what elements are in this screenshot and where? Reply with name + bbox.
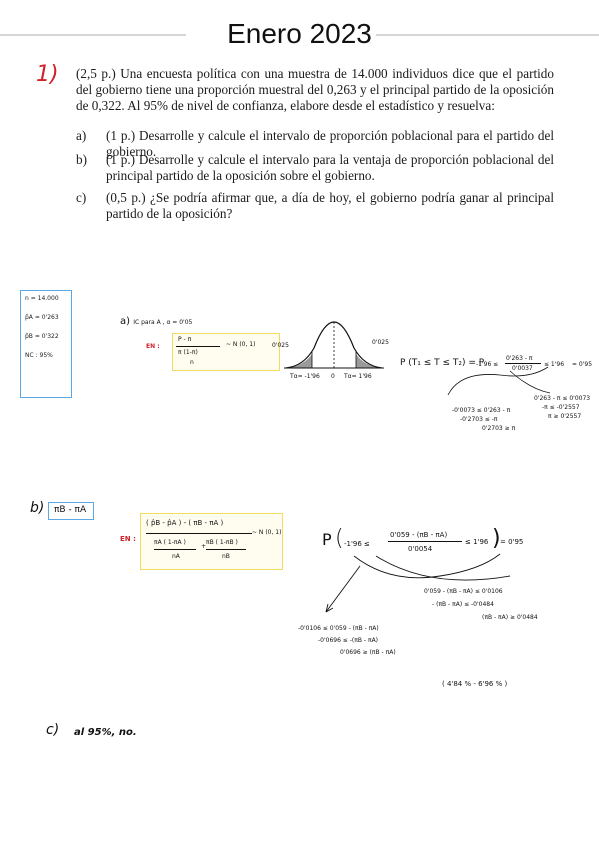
tail-left-label: 0'025: [272, 342, 289, 349]
item-label: a): [76, 128, 87, 143]
normal-curve-sketch: [284, 321, 384, 369]
part-a-prob-result: = 0'95: [572, 361, 593, 368]
part-b-branch-lines: [325, 553, 511, 613]
question-item-b: b) (1 p.) Desarrolle y calcule el interv…: [76, 152, 554, 184]
given-data-box: n = 14.000 p̂A = 0'263 p̂B = 0'322 NC : …: [20, 290, 72, 398]
right-tail-shade: [356, 354, 382, 368]
part-a-prob-num: 0'263 - π: [506, 355, 533, 362]
part-b-fraction-bar: [146, 533, 252, 534]
step: π ≥ 0'2557: [548, 413, 582, 420]
part-a-prob-bar: [505, 363, 541, 364]
part-a-stat-dist: ~ N (0, 1): [226, 341, 256, 348]
part-a-steps-right: 0'263 - π ≤ 0'0073 -π ≤ -0'2557 π ≥ 0'25…: [534, 394, 590, 421]
part-c-answer: al 95%, no.: [74, 727, 137, 738]
part-a-branch-lines: [447, 366, 551, 396]
part-b-den-bar-b: [206, 549, 246, 550]
part-b-steps-left: -0'0106 ≤ 0'059 - (πB - πA) -0'0696 ≤ -(…: [298, 623, 396, 659]
page-title: Enero 2023: [227, 18, 372, 49]
step: 0'0696 ≥ (πB - πA): [340, 649, 396, 656]
step: 0'059 - (πB - πA) ≤ 0'0106: [424, 588, 503, 595]
part-c-label: c): [46, 722, 60, 738]
plus-sign: +: [201, 543, 207, 550]
part-b-stat-dist: ~ N (0, 1): [252, 529, 282, 536]
question-number: 1): [36, 62, 59, 87]
title-rule-left: [0, 34, 186, 36]
item-text: (1 p.) Desarrolle y calcule el intervalo…: [106, 152, 554, 183]
part-a-prob-inner-right: ≤ 1'96: [544, 361, 565, 368]
part-b-boxed: [48, 502, 94, 520]
given-pa: p̂A = 0'263: [25, 314, 59, 321]
part-b-stat-den-nb: nB: [222, 553, 230, 560]
part-a-label: a): [120, 316, 131, 327]
part-b-prob-inner-right: ≤ 1'96: [465, 538, 489, 546]
part-a-heading: a) IC para A , α = 0'05: [120, 316, 192, 327]
given-pb: p̂B = 0'322: [25, 333, 59, 340]
part-a-stat-den-top: π (1-π): [178, 349, 198, 356]
part-b-stat-den-a: πA ( 1-πA ): [154, 539, 186, 546]
axis-right-label: Tα= 1'96: [344, 373, 372, 380]
item-label: b): [76, 152, 87, 167]
part-b-prob-left: P: [322, 530, 332, 549]
part-a-stat-label: EN :: [146, 343, 160, 350]
part-a-prob-den: 0'0037: [512, 365, 533, 372]
left-tail-shade: [286, 354, 312, 368]
part-b-boxed-text: πB - πA: [54, 505, 87, 515]
axis-mid-label: 0: [331, 373, 335, 380]
part-b-stat-den-na: nA: [172, 553, 180, 560]
item-label: c): [76, 190, 87, 205]
step: - (πB - πA) ≤ -0'0484: [432, 601, 494, 608]
part-b-prob-result: = 0'95: [500, 538, 524, 546]
given-n: n = 14.000: [25, 295, 59, 302]
part-a-heading-text: IC para A , α = 0'05: [133, 319, 193, 326]
part-b-statistic-box: [140, 513, 283, 570]
question-statement: (2,5 p.) Una encuesta política con una m…: [76, 66, 554, 113]
step: 0'263 - π ≤ 0'0073: [534, 395, 591, 402]
part-a-prob-left: P (T₁ ≤ T ≤ T₂) = P: [400, 358, 485, 368]
step: -0'0696 ≤ -(πB - πA): [318, 637, 379, 644]
part-b-prob-bar: [388, 541, 462, 542]
step: -0'0073 ≤ 0'263 - π: [452, 407, 511, 414]
part-b-prob-num: 0'059 - (πB - πA): [390, 531, 448, 539]
step: -0'2703 ≤ -π: [460, 416, 498, 423]
part-b-interval: ( 4'84 % - 6'96 % ): [442, 680, 508, 688]
part-b-prob-inner-left: -1'96 ≤: [344, 540, 370, 548]
part-b-label: b): [30, 500, 45, 516]
bell-curve: [285, 321, 383, 369]
question-item-c: c) (0,5 p.) ¿Se podría afirmar que, a dí…: [76, 190, 554, 222]
part-a-steps-left: -0'0073 ≤ 0'263 - π -0'2703 ≤ -π 0'2703 …: [452, 406, 515, 433]
page-header: Enero 2023: [0, 18, 599, 58]
part-b-den-bar-a: [154, 549, 196, 550]
part-b-prob-den: 0'0054: [408, 545, 433, 553]
part-a-prob-inner-left: -1'96 ≤: [476, 361, 499, 368]
tail-right-label: 0'025: [372, 339, 389, 346]
step: -0'0106 ≤ 0'059 - (πB - πA): [298, 625, 379, 632]
step: (πB - πA) ≥ 0'0484: [482, 614, 538, 621]
step: -π ≤ -0'2557: [542, 404, 580, 411]
part-a-fraction-bar: [176, 346, 220, 347]
item-text: (1 p.) Desarrolle y calcule el intervalo…: [106, 128, 554, 159]
part-b-steps-right: 0'059 - (πB - πA) ≤ 0'0106 - (πB - πA) ≤…: [424, 585, 538, 624]
part-b-stat-num: ( p̂B - p̂A ) - ( πB - πA ): [146, 519, 224, 527]
part-a-statistic-box: [172, 333, 280, 371]
item-text: (0,5 p.) ¿Se podría afirmar que, a día d…: [106, 190, 554, 221]
paren-close: ): [492, 526, 501, 551]
paren-open: (: [335, 526, 344, 551]
part-b-stat-den-b: πB ( 1-πB ): [206, 539, 238, 546]
part-a-stat-num: P - π: [178, 336, 192, 343]
part-a-stat-den-bot: n: [190, 359, 194, 366]
title-rule-right: [376, 34, 599, 36]
step: 0'2703 ≥ π: [482, 425, 516, 432]
axis-left-label: Tα= -1'96: [290, 373, 320, 380]
given-nc: NC : 95%: [25, 352, 53, 359]
part-b-stat-label: EN :: [120, 535, 136, 543]
